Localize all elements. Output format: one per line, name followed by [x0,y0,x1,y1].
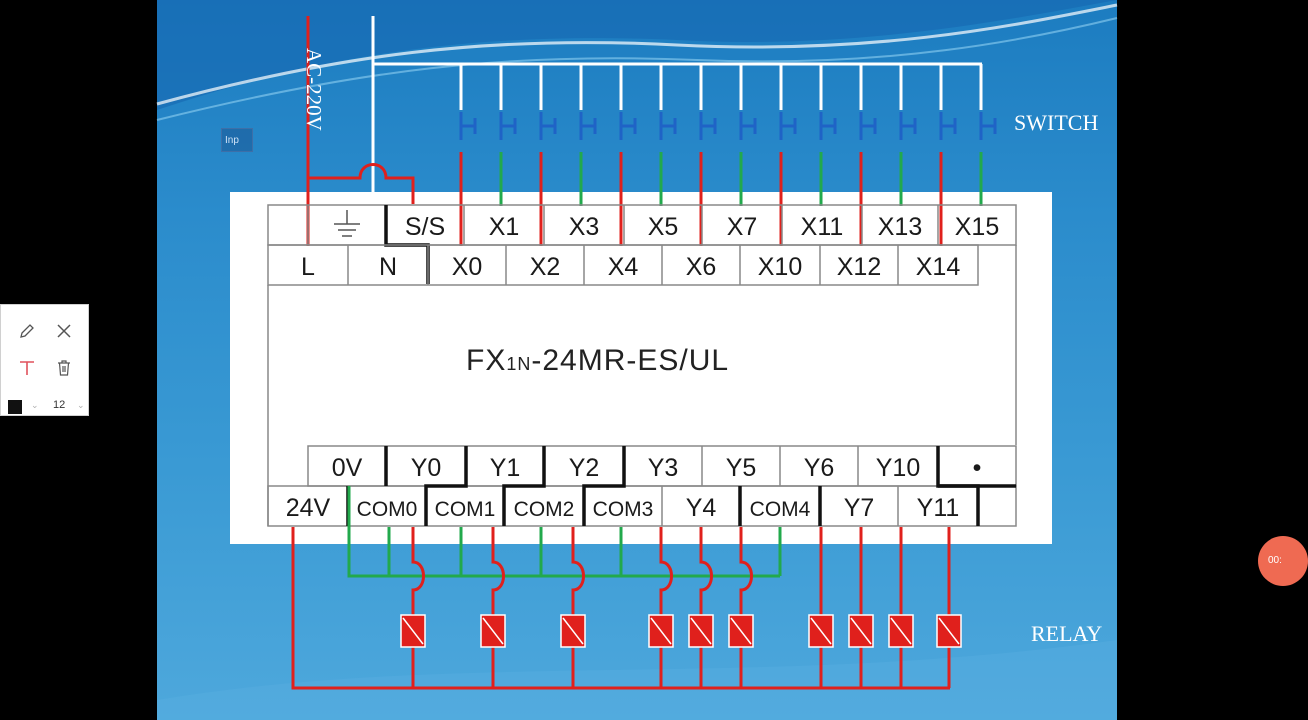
terminal-x0: X0 [452,253,483,281]
model-sub: 1N [506,354,532,374]
terminal-x13: X13 [878,213,922,241]
input-wires [459,152,983,246]
terminal-x5: X5 [648,213,679,241]
switch-contact [739,112,757,140]
relay-coil [888,614,914,648]
terminal-l: L [301,253,315,281]
terminal-y3: Y3 [648,454,679,482]
switch-contact [659,112,677,140]
color-caret-icon[interactable]: ⌄ [31,400,39,410]
terminal-y4: Y4 [686,494,717,522]
terminal-0v: 0V [332,454,363,482]
relay-coil [936,614,962,648]
terminal-com2: COM2 [514,498,575,521]
terminal-y7: Y7 [844,494,875,522]
text-icon[interactable] [16,357,38,379]
ground-icon [334,210,360,237]
terminal-y6: Y6 [804,454,835,482]
input-bottom-row [267,244,979,286]
ac-supply-wires [306,16,982,246]
background-wave [156,0,1118,720]
terminal-x2: X2 [530,253,561,281]
plc-model-label: FX1N-24MR-ES/UL [466,344,729,378]
relay-coil [848,614,874,648]
ac-voltage-label: AC-220V [302,48,326,131]
relay-row [400,614,962,648]
terminal-x7: X7 [727,213,758,241]
font-size-select[interactable]: 12 [53,399,66,411]
terminal-com1: COM1 [435,498,496,521]
terminal-com3: COM3 [593,498,654,521]
pencil-icon[interactable] [16,320,38,342]
output-wire [739,527,753,688]
terminal-x1: X1 [489,213,520,241]
terminal-com4: COM4 [750,498,811,521]
text-input-box[interactable]: Inp [221,128,253,152]
terminal-x4: X4 [608,253,639,281]
output-wire [491,527,505,688]
terminal-y1: Y1 [490,454,521,482]
terminal-n: N [379,253,397,281]
relay-coil [728,614,754,648]
terminal-y2: Y2 [569,454,600,482]
output-wires [291,486,951,690]
switch-contact [779,112,797,140]
terminal-x6: X6 [686,253,717,281]
terminal-x11: X11 [801,213,844,241]
switch-contact [539,112,557,140]
output-bottom-row [267,485,1017,527]
common-bus [347,486,780,578]
relay-coil [560,614,586,648]
model-suffix: -24MR-ES/UL [531,344,730,377]
switch-contact [699,112,717,140]
terminal-s-s: S/S [405,213,445,241]
relay-coil [648,614,674,648]
relay-coil [808,614,834,648]
output-wire [571,527,585,688]
return-wire [291,527,950,690]
terminal-y10: Y10 [876,454,920,482]
color-picker[interactable] [8,400,22,414]
output-wire [699,527,713,688]
record-timer-button[interactable]: 00: [1258,536,1308,586]
relay-label: RELAY [1031,621,1103,646]
switch-contact [819,112,837,140]
terminal-y0: Y0 [411,454,442,482]
annotation-toolbox: ⌄ 12 ⌄ [0,304,89,416]
close-icon[interactable] [53,320,75,342]
relay-coil [688,614,714,648]
switch-contact [459,112,477,140]
terminal-24v: 24V [286,494,331,522]
terminal-x15: X15 [955,213,999,241]
terminal-x3: X3 [569,213,600,241]
terminal-y11: Y11 [917,494,960,522]
switch-contact [979,112,997,140]
terminal-x10: X10 [758,253,802,281]
relay-coil [480,614,506,648]
terminal-dot: • [973,454,982,482]
switch-contact [859,112,877,140]
model-prefix: FX [466,344,507,377]
terminal-x14: X14 [916,253,961,281]
switch-contact [939,112,957,140]
font-size-caret-icon[interactable]: ⌄ [77,400,85,410]
switch-contact [499,112,517,140]
output-wire [411,527,425,688]
relay-coil [400,614,426,648]
terminal-y5: Y5 [726,454,757,482]
switch-label: SWITCH [1014,110,1099,135]
terminal-com0: COM0 [357,498,418,521]
output-wire [659,527,673,688]
trash-icon[interactable] [53,357,75,379]
switch-contact [579,112,597,140]
terminal-x12: X12 [837,253,881,281]
switch-contact [619,112,637,140]
switch-row [459,64,997,140]
switch-contact [899,112,917,140]
